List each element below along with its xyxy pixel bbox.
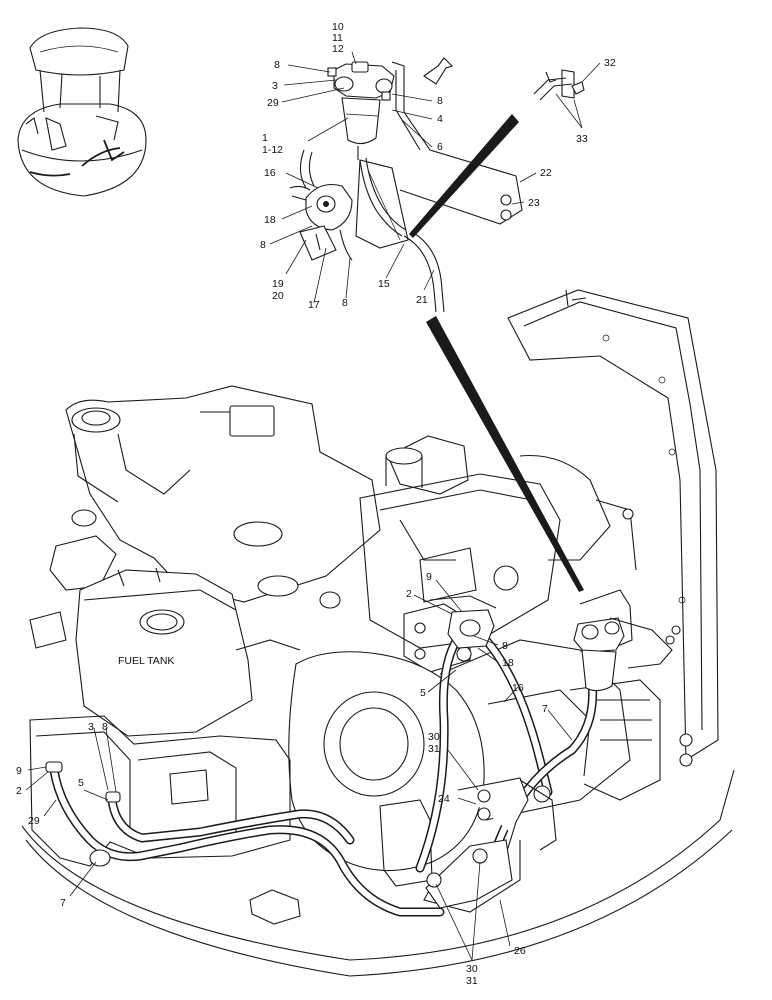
clamp-detail-view (533, 69, 585, 101)
fuel-filter-detail-view (289, 57, 523, 313)
callout-5-b: 5 (420, 687, 426, 699)
fuel-tank: FUEL TANK (75, 567, 301, 737)
fuel-tank-label: FUEL TANK (118, 655, 174, 667)
callout-1: 1 (262, 132, 268, 144)
fuel-hoses (45, 627, 598, 917)
callout-33: 33 (576, 133, 588, 145)
callout-18-a: 18 (264, 214, 276, 226)
callout-labels: 10 11 12 8 3 29 1 1-12 8 4 6 16 18 8 19 … (16, 21, 616, 987)
callout-8-c: 8 (260, 239, 266, 251)
callout-29-a: 29 (267, 97, 279, 109)
callout-19: 19 (272, 278, 284, 290)
callout-22: 22 (540, 167, 552, 179)
callout-9-c: 9 (16, 765, 22, 777)
callout-26: 26 (514, 945, 526, 957)
callout-10: 10 (332, 21, 344, 33)
callout-17: 17 (308, 299, 320, 311)
callout-2-b: 2 (406, 588, 412, 600)
machine-locator-thumbnail (17, 27, 147, 197)
callout-2-c: 2 (16, 785, 22, 797)
detail-pointer-2 (426, 316, 584, 592)
callout-9-b: 9 (426, 571, 432, 583)
detail-pointer-1 (409, 114, 519, 238)
callout-30-a: 30 (428, 731, 440, 743)
callout-8-b: 8 (437, 95, 443, 107)
callout-3-b: 3 (88, 721, 94, 733)
callout-8-a: 8 (274, 59, 280, 71)
callout-21: 21 (416, 294, 428, 306)
callout-12: 12 (332, 43, 344, 55)
callout-16-a: 16 (264, 167, 276, 179)
callout-31-a: 31 (428, 743, 440, 755)
callout-leaders (25, 51, 601, 961)
callout-24: 24 (438, 793, 450, 805)
callout-8-d: 8 (342, 297, 348, 309)
callout-1-12: 1-12 (262, 144, 283, 156)
callout-11: 11 (332, 32, 343, 44)
callout-16-b: 16 (512, 682, 524, 694)
callout-8-e: 8 (502, 640, 508, 652)
callout-30-b: 30 (466, 963, 478, 975)
callout-15: 15 (378, 278, 390, 290)
callout-20: 20 (272, 290, 284, 302)
callout-7-c: 7 (60, 897, 66, 909)
callout-4: 4 (437, 113, 443, 125)
callout-23: 23 (528, 197, 540, 209)
callout-18-b: 18 (502, 657, 514, 669)
callout-3-a: 3 (272, 80, 278, 92)
callout-7-b: 7 (542, 703, 548, 715)
callout-32: 32 (604, 57, 616, 69)
fuel-filter-assembly (423, 589, 681, 913)
callout-31-b: 31 (466, 975, 478, 987)
callout-29-b: 29 (28, 815, 40, 827)
callout-5-c: 5 (78, 777, 84, 789)
callout-6: 6 (437, 141, 443, 153)
callout-8-f: 8 (102, 721, 108, 733)
